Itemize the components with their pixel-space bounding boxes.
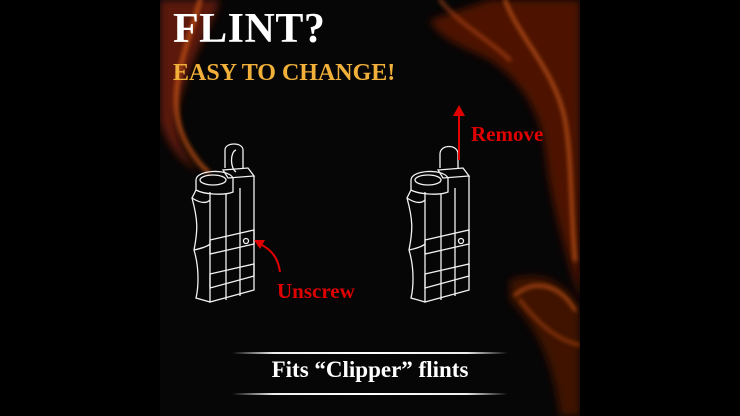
arrow-up-icon-remove (453, 105, 465, 160)
flint-insert-illustration-left (191, 143, 256, 303)
flint-insert-illustration-right (406, 145, 471, 303)
product-image: FLINT? EASY TO CHANGE! Unscrew (160, 0, 580, 416)
footer-caption: Fits “Clipper” flints (271, 357, 469, 382)
footer-divider-bottom (232, 393, 508, 395)
subtitle: EASY TO CHANGE! (173, 60, 396, 86)
flame-background (160, 0, 580, 416)
remove-label: Remove (471, 122, 544, 146)
footer-divider-top (232, 352, 508, 354)
title: FLINT? (173, 6, 326, 52)
arrow-icon-unscrew (254, 240, 281, 273)
unscrew-label: Unscrew (277, 279, 355, 303)
